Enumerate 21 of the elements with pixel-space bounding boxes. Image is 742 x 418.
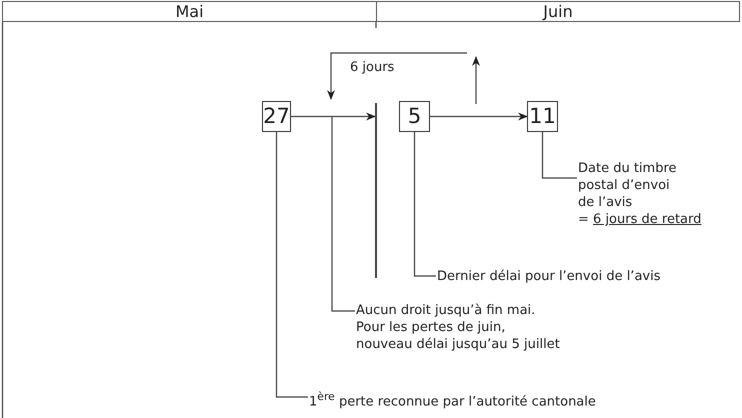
leader-line: [331, 117, 355, 312]
arrow: [430, 112, 528, 120]
arrow: [291, 112, 376, 120]
leader-line: [542, 132, 577, 179]
month-end-line: [375, 103, 377, 278]
month-header: Juin: [376, 1, 740, 22]
date-box: 5: [399, 101, 430, 132]
result-text: 6 jours de retard: [593, 212, 702, 227]
annotation-text: Date du timbre postal d’envoi de l’avis: [578, 160, 678, 211]
annotation-text: 1$^{ère}$ perte reconnue par l’autorité cantonale: [309, 388, 596, 410]
leader-line: [414, 132, 436, 277]
duration-label: 6 jours: [350, 59, 394, 76]
date-box: 11: [527, 101, 558, 132]
month-header: Mai: [2, 1, 377, 22]
annotation-text: Dernier délai pour l’envoi de l’avis: [437, 268, 660, 285]
annotation-line: nouveau délai jusqu’au 5 juillet: [356, 336, 560, 353]
date-box: 27: [262, 101, 291, 132]
annotation-line: Aucun droit jusqu’à fin mai.: [356, 302, 536, 319]
leader-line: [276, 132, 308, 398]
equals-sign: =: [578, 212, 589, 227]
annotation-line: Pour les pertes de juin,: [356, 319, 506, 336]
